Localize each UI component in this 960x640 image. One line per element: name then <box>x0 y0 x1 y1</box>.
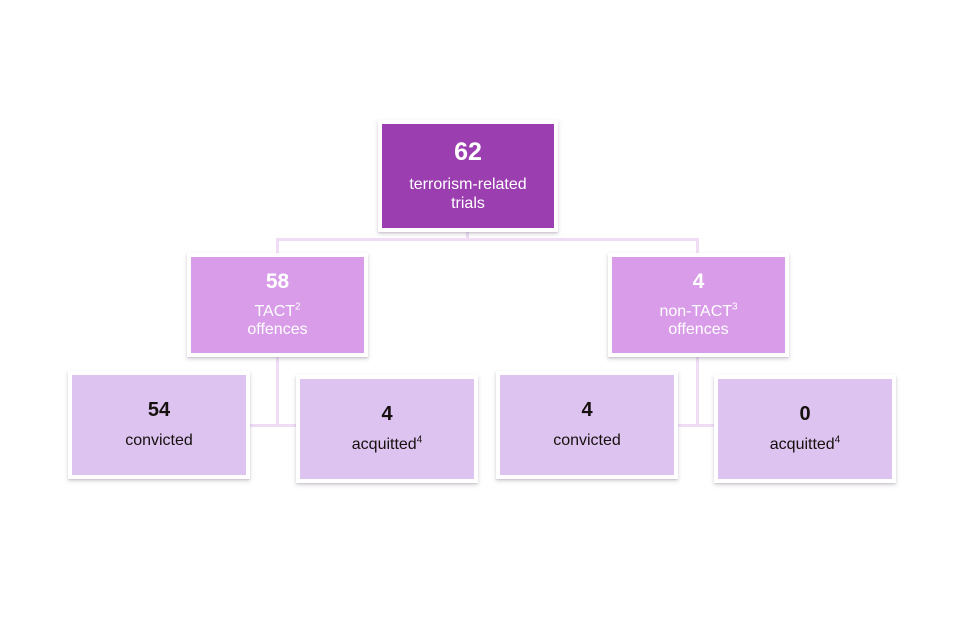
node-label-line-1: non-TACT <box>659 302 733 320</box>
node-value: 4 <box>381 403 393 426</box>
node-non-tact-offences: 4 non-TACT3 offences <box>608 253 789 357</box>
node-terrorism-related-trials: 62 terrorism-related trials <box>378 120 558 232</box>
node-value: 58 <box>265 269 290 293</box>
connector-to-tact <box>276 238 279 254</box>
node-footnote-marker: 3 <box>732 301 738 313</box>
node-label: convicted <box>125 432 193 451</box>
node-tact-offences: 58 TACT2 offences <box>187 253 368 357</box>
node-value: 62 <box>454 137 482 166</box>
node-label-text: acquitted <box>351 435 417 453</box>
connector-to-non-tact <box>696 238 699 254</box>
connector-root-stem <box>466 231 469 241</box>
node-value: 54 <box>147 399 171 422</box>
connector-tact-split <box>250 424 302 427</box>
node-label: terrorism-related trials <box>409 176 526 214</box>
node-value: 4 <box>581 399 593 422</box>
node-value: 4 <box>692 269 705 293</box>
node-value: 0 <box>799 403 811 426</box>
node-label: acquitted4 <box>769 434 841 455</box>
node-label-line-2: offences <box>247 321 308 339</box>
node-label-text: acquitted <box>769 435 835 453</box>
node-label-line-2: trials <box>451 195 485 213</box>
node-label-line-1: TACT <box>254 302 296 320</box>
node-footnote-marker: 2 <box>295 301 301 313</box>
node-footnote-marker: 4 <box>834 434 841 446</box>
node-label-line-2: offences <box>668 321 729 339</box>
connector-non-tact-stem <box>696 356 699 426</box>
connector-level2-bracket <box>277 238 699 241</box>
node-label: acquitted4 <box>351 434 423 455</box>
node-footnote-marker: 4 <box>416 434 423 446</box>
node-non-tact-convicted: 4 convicted <box>496 371 678 479</box>
node-tact-acquitted: 4 acquitted4 <box>296 375 478 483</box>
node-label: non-TACT3 offences <box>659 301 738 341</box>
node-non-tact-acquitted: 0 acquitted4 <box>714 375 896 483</box>
node-label-text: convicted <box>125 431 193 449</box>
node-label-line-1: terrorism-related <box>409 176 527 194</box>
node-label: convicted <box>553 432 621 451</box>
connector-tact-stem <box>276 356 279 426</box>
node-tact-convicted: 54 convicted <box>68 371 250 479</box>
node-label-text: convicted <box>553 431 621 449</box>
node-label: TACT2 offences <box>247 301 308 341</box>
